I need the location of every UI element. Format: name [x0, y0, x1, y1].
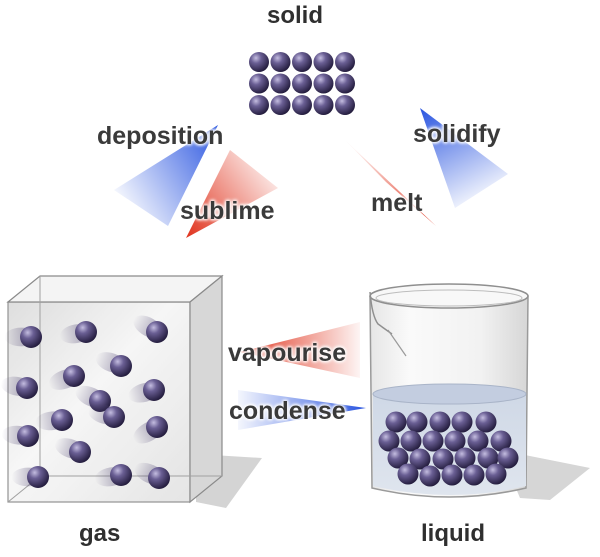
liquid-particle: [385, 411, 407, 433]
melt-arrow: [345, 140, 436, 226]
sublime-label: sublime: [180, 197, 275, 225]
gas-particle: [27, 466, 49, 488]
liquid-particle: [429, 411, 451, 433]
solid-particle: [292, 52, 312, 72]
liquid-particle: [463, 464, 485, 486]
gas-particle: [103, 406, 125, 428]
solid-label: solid: [267, 2, 324, 29]
gas-box-side: [189, 274, 223, 504]
solid-particle: [313, 73, 334, 94]
beaker-rim-inner: [375, 289, 523, 307]
solid-particle: [313, 95, 334, 115]
liquid-particle: [477, 447, 499, 469]
gas-particle: [148, 467, 170, 489]
solid-particle: [270, 52, 291, 72]
liquid-particle: [406, 411, 428, 433]
solid-particle: [313, 52, 334, 72]
solid-particle: [270, 73, 291, 94]
liquid-particle: [409, 448, 431, 470]
beaker-spout: [369, 291, 393, 335]
solidify-arrow: [420, 108, 508, 208]
condense-arrow: [238, 390, 366, 430]
solidify-label: solidify: [413, 120, 501, 148]
liquid-particle: [444, 430, 466, 452]
beaker-rim: [369, 283, 529, 309]
liquid-label: liquid: [421, 520, 485, 547]
gas-particle: [143, 379, 165, 401]
gas-particle: [20, 326, 42, 348]
liquid-particle: [490, 430, 512, 452]
solid-particle: [335, 52, 355, 72]
gas-particle: [51, 409, 73, 431]
gas-particle: [63, 365, 85, 387]
solid-particle: [249, 52, 269, 72]
gas-particles: [0, 315, 170, 489]
liquid-surface: [372, 383, 527, 405]
gas-particle: [110, 355, 132, 377]
solid-particle-lattice: [249, 52, 355, 115]
sublime-arrow: [186, 150, 278, 238]
liquid-particle: [497, 447, 519, 469]
deposition-label: deposition: [97, 122, 224, 150]
solid-particle: [249, 95, 269, 115]
gas-particle: [146, 321, 168, 343]
liquid-particle: [441, 464, 463, 486]
liquid-particle: [451, 411, 473, 433]
solid-particle: [335, 73, 355, 94]
vapourise-label: vapourise: [228, 339, 347, 367]
condense-label: condense: [229, 397, 346, 425]
solid-particle: [335, 95, 355, 115]
gas-particle: [110, 464, 132, 486]
liquid-particle: [475, 411, 497, 433]
liquid-particles: [378, 411, 519, 487]
gas-particle: [146, 416, 168, 438]
liquid-particle: [400, 430, 422, 452]
liquid-particle: [485, 463, 507, 485]
beaker-spout-edge: [387, 329, 407, 357]
solid-particle: [292, 73, 312, 94]
liquid-particle: [387, 447, 409, 469]
deposition-arrow: [114, 125, 218, 226]
liquid-particle: [422, 430, 444, 452]
liquid-particle: [454, 447, 476, 469]
liquid-particle: [432, 448, 454, 470]
gas-particle: [16, 377, 38, 399]
gas-particle: [69, 441, 91, 463]
gas-particle: [75, 321, 97, 343]
vapourise-arrow: [240, 322, 360, 378]
gas-label: gas: [79, 520, 121, 547]
liquid-particle: [397, 463, 419, 485]
liquid-particle: [467, 430, 489, 452]
solid-particle: [270, 95, 291, 115]
liquid-particle: [378, 430, 400, 452]
melt-label: melt: [371, 189, 423, 217]
liquid-particle: [419, 465, 441, 487]
solid-particle: [292, 95, 312, 115]
solid-particle: [249, 73, 269, 94]
gas-particle: [17, 425, 39, 447]
